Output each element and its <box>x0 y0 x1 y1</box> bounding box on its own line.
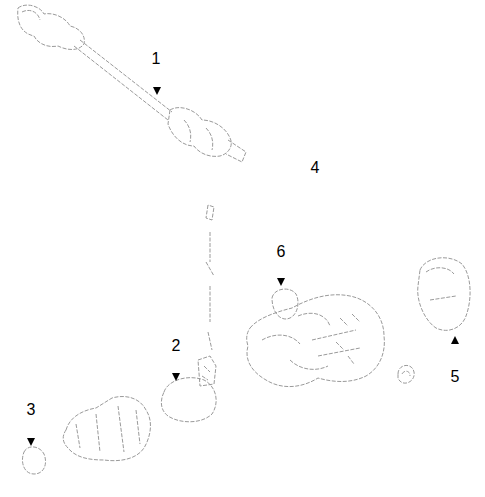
callout-arrowheads <box>27 87 459 446</box>
arrowhead <box>153 87 161 95</box>
arrowhead <box>451 336 459 344</box>
arrowhead <box>172 373 180 381</box>
shaft-rod <box>206 205 214 350</box>
cover-part <box>418 258 470 331</box>
flange-part <box>161 356 216 422</box>
cv-boot <box>22 397 150 475</box>
small-cap <box>272 289 298 319</box>
callout-number: 3 <box>27 402 36 418</box>
housing <box>247 295 385 387</box>
arrowhead <box>27 438 35 446</box>
callout-number: 6 <box>277 244 286 260</box>
callout-number: 2 <box>172 338 181 354</box>
callout-number: 4 <box>311 160 320 176</box>
callout-number: 1 <box>152 51 161 67</box>
ring <box>398 365 414 383</box>
arrowhead <box>277 278 285 286</box>
callout-number: 5 <box>451 369 460 385</box>
drive-shaft <box>18 5 246 162</box>
